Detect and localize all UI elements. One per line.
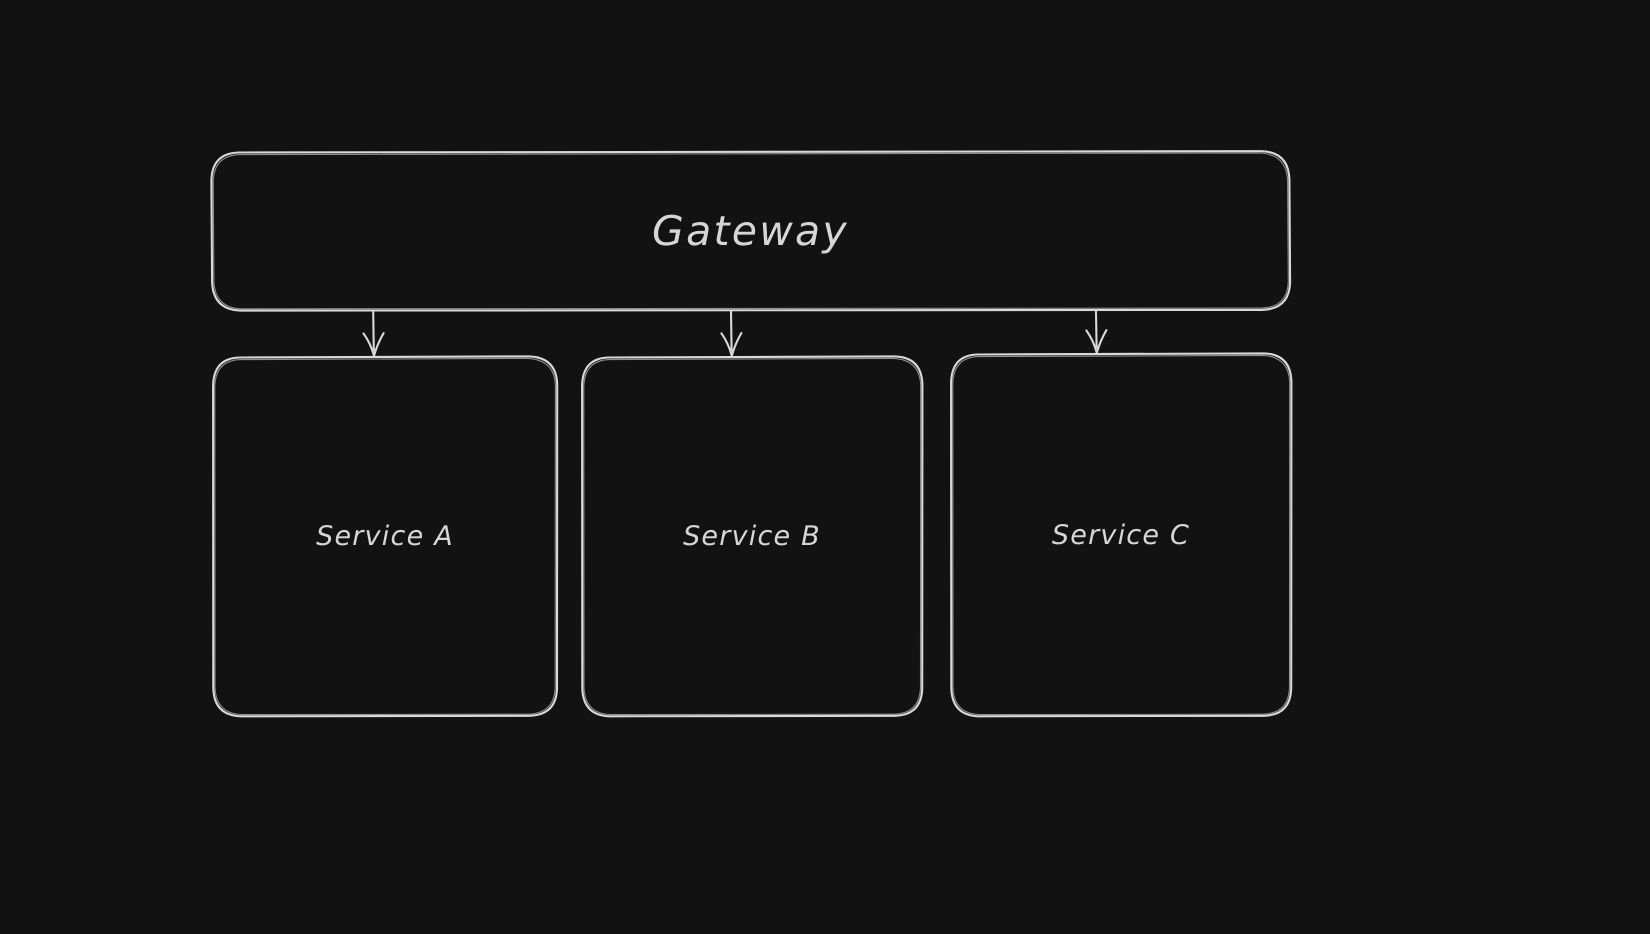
gateway-node-label: Gateway (652, 206, 849, 255)
service-a-node-label: Service A (316, 521, 454, 552)
arrow-gateway-to-service-c[interactable] (1085, 310, 1108, 354)
gateway-node[interactable] (211, 151, 1290, 310)
service-c-node-label: Service C (1051, 519, 1191, 551)
service-b-node-label: Service B (683, 521, 821, 552)
arrow-gateway-to-service-b[interactable] (720, 310, 743, 357)
service-b-node[interactable] (582, 357, 922, 716)
arrow-gateway-to-service-a[interactable] (362, 310, 385, 357)
service-a-node[interactable] (213, 357, 557, 716)
service-c-node[interactable] (951, 354, 1291, 716)
